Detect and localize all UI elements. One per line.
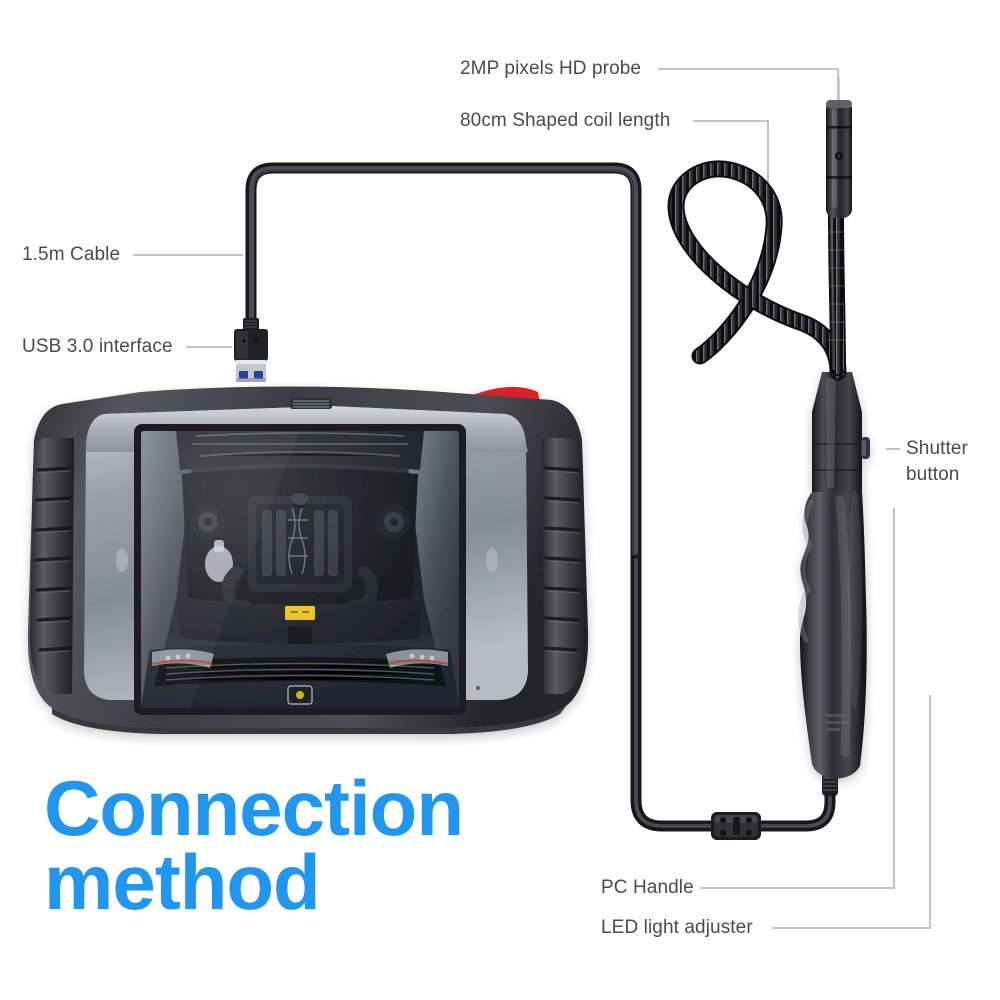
tablet-right-stud	[486, 548, 498, 572]
callout-label-cable: 1.5m Cable	[22, 244, 121, 265]
callout-label-led: LED light adjuster	[601, 917, 753, 938]
screen-engine-bay-photo	[141, 431, 459, 708]
page-title-line-2: method	[44, 838, 321, 926]
leader-lines	[133, 68, 931, 929]
callout-label-shutter: Shutter button	[906, 438, 968, 485]
usb-cable	[245, 162, 642, 566]
page-title-line-1: Connection	[44, 764, 464, 852]
leader-line-probe	[658, 68, 839, 104]
leader-line-coil	[693, 120, 769, 196]
callout-label-probe: 2MP pixels HD probe	[460, 58, 642, 79]
camera-probe-tip	[826, 78, 852, 218]
leader-line-led	[772, 695, 931, 929]
callout-label-usb: USB 3.0 interface	[22, 336, 173, 357]
rugged-diagnostic-tablet[interactable]	[27, 386, 589, 734]
shutter-button[interactable]	[861, 437, 870, 459]
usb-3-connector	[234, 318, 268, 382]
callout-label-pc-handle: PC Handle	[601, 877, 694, 898]
flexible-gooseneck-coil	[667, 160, 847, 381]
callout-label-coil: 80cm Shaped coil length	[460, 110, 671, 131]
tablet-right-grip	[542, 438, 586, 694]
pistol-grip-handle[interactable]	[798, 372, 870, 779]
tablet-mic	[476, 686, 480, 690]
speaker-grille	[290, 398, 332, 409]
leader-line-pc-handle	[700, 508, 895, 889]
handle-brand-mark	[826, 714, 848, 731]
tablet-left-grip	[30, 438, 74, 694]
tablet-left-stud	[116, 548, 128, 572]
usb3-blue-contact	[239, 371, 248, 379]
page-title: Connection method	[44, 764, 464, 926]
led-light-adjuster-module[interactable]	[711, 812, 761, 840]
